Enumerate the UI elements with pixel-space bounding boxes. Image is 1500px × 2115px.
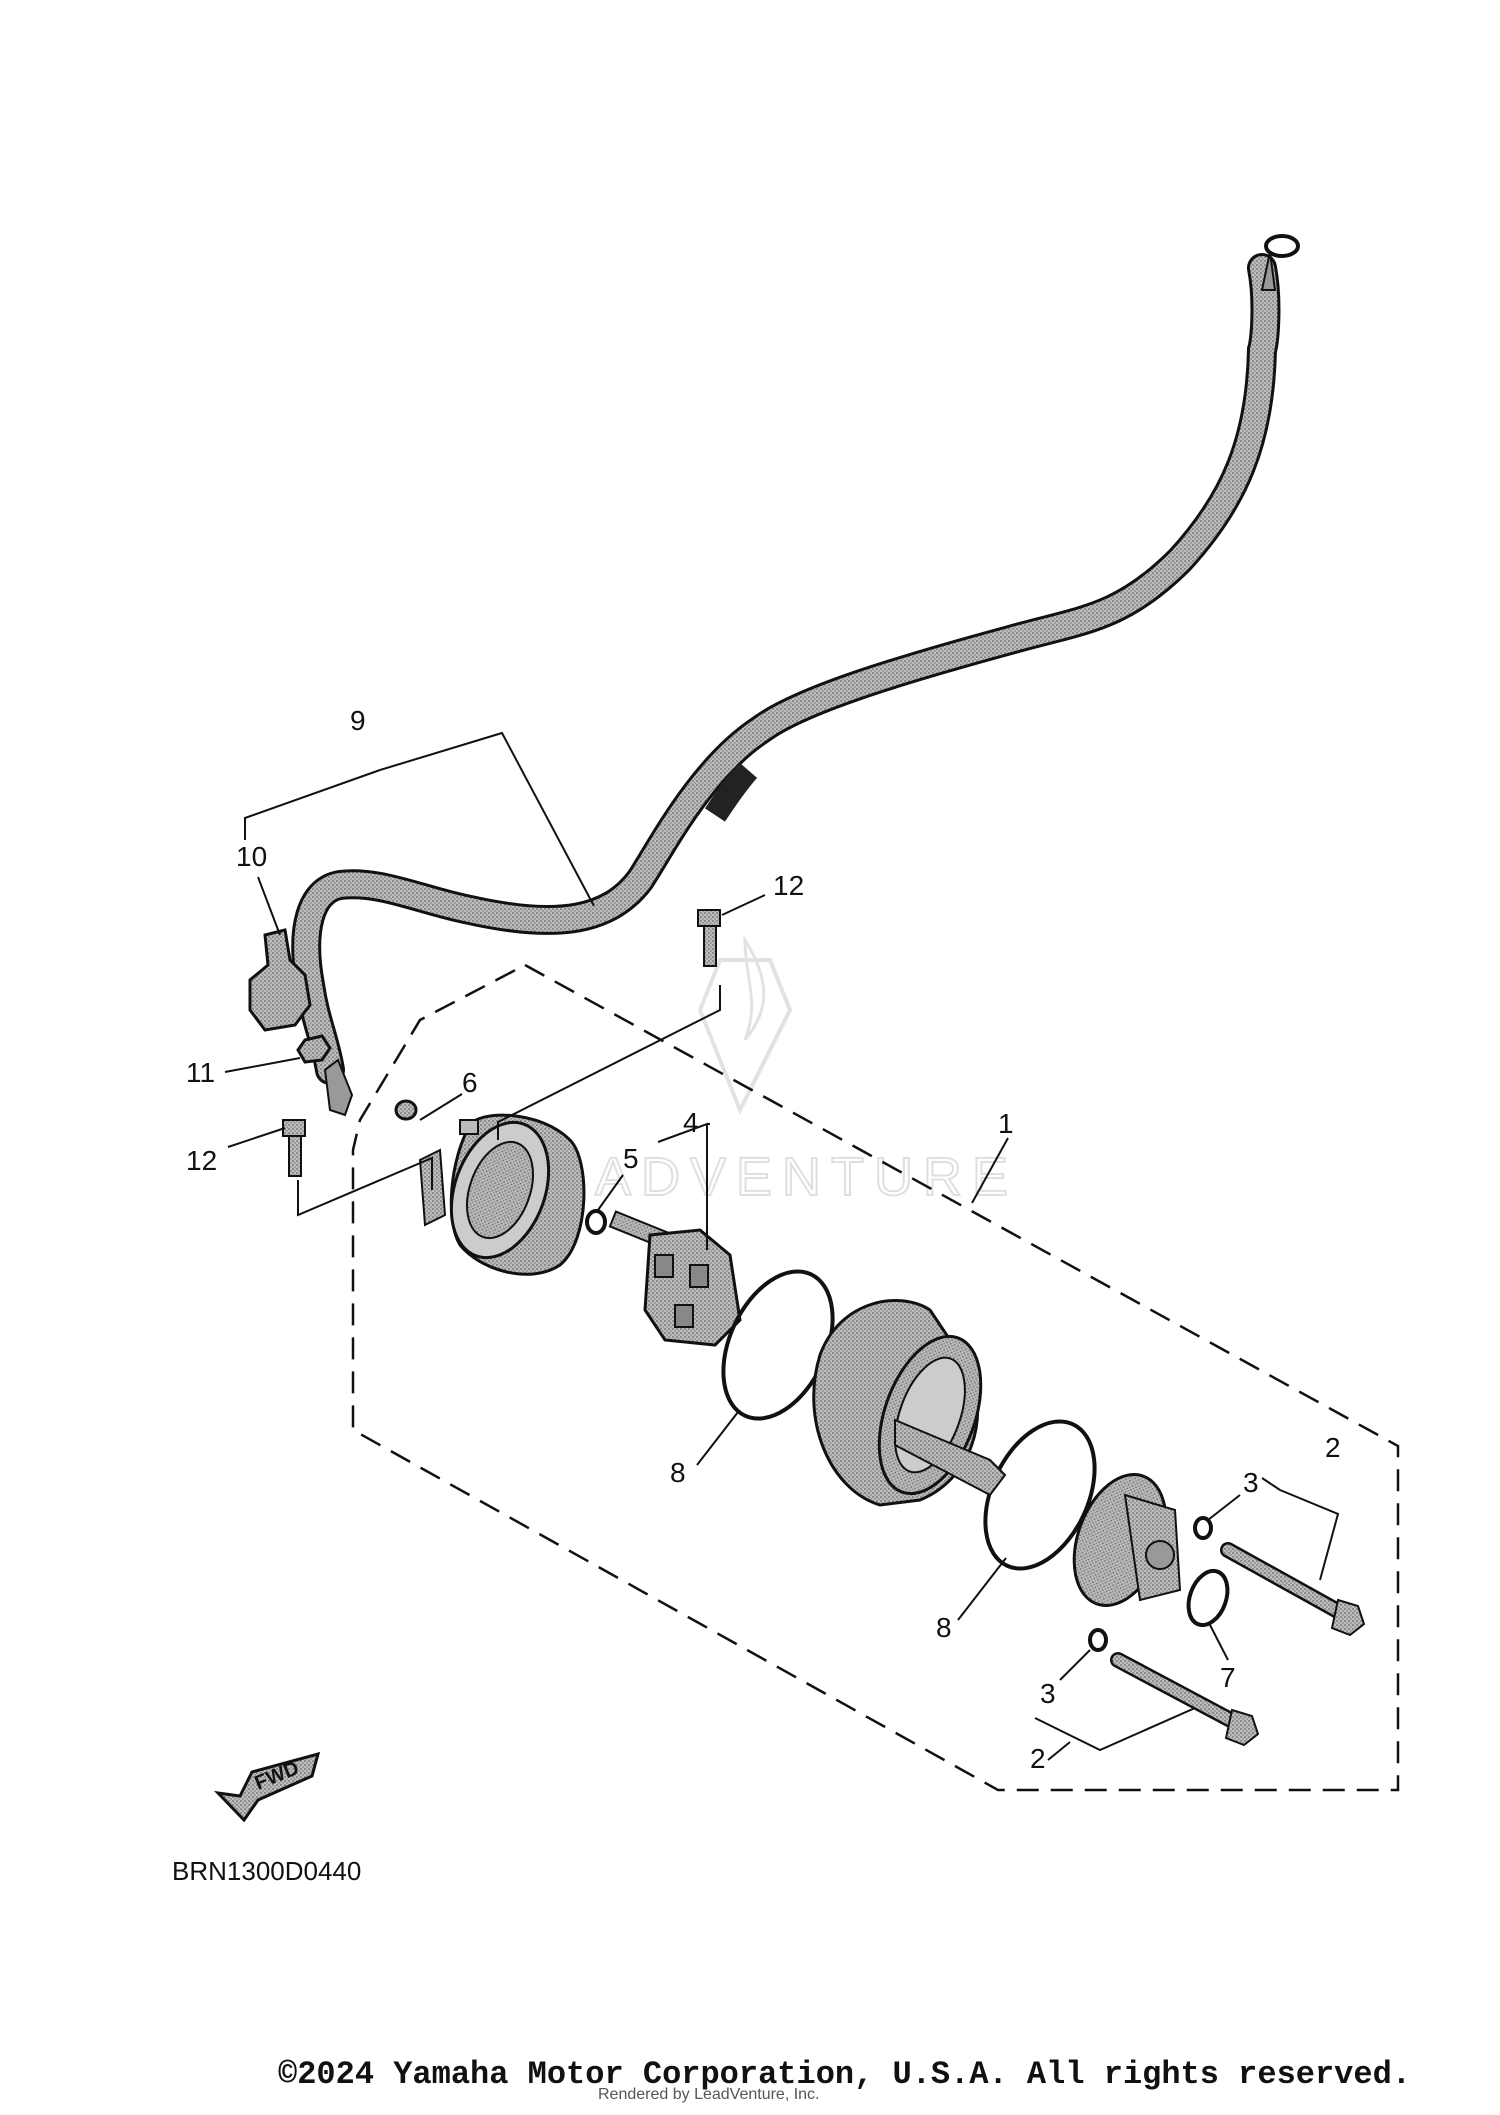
callout-9: 9 xyxy=(350,705,366,736)
leadventure-watermark: ADVENTURE xyxy=(594,934,1018,1208)
callout-8-lower: 8 xyxy=(936,1612,952,1643)
callout-10: 10 xyxy=(236,841,267,872)
starter-yoke xyxy=(812,1298,1007,1507)
washer-lower xyxy=(1088,1628,1108,1652)
starter-front-cover xyxy=(1072,1473,1182,1607)
callout-2-lower: 2 xyxy=(1030,1743,1046,1774)
long-bolt-lower xyxy=(1110,1652,1260,1747)
callout-labels: 9 10 12 6 11 12 4 5 1 8 8 2 3 7 3 2 xyxy=(186,705,1341,1774)
diagram-code: BRN1300D0440 xyxy=(172,1856,361,1886)
callout-6: 6 xyxy=(462,1067,478,1098)
assembly-outline xyxy=(351,963,1400,1792)
bolt-lower xyxy=(282,1119,306,1177)
callout-3-upper: 3 xyxy=(1243,1467,1259,1498)
callout-7: 7 xyxy=(1220,1662,1236,1693)
forward-arrow-icon: FWD xyxy=(213,1751,321,1823)
callout-4: 4 xyxy=(683,1107,699,1138)
rendered-by-credit: Rendered by LeadVenture, Inc. xyxy=(598,2086,820,2103)
washer-upper xyxy=(1193,1516,1213,1540)
callout-2-upper: 2 xyxy=(1325,1432,1341,1463)
callout-12-upper: 12 xyxy=(773,870,804,901)
bolt-upper xyxy=(697,909,721,967)
starter-cable xyxy=(291,234,1300,1117)
o-ring-front xyxy=(1186,1568,1230,1628)
leader-lines xyxy=(224,731,1340,1761)
cable-ring-terminal-icon xyxy=(1264,234,1300,258)
callout-11: 11 xyxy=(186,1057,215,1088)
starter-rear-cover xyxy=(418,1113,586,1276)
callout-1: 1 xyxy=(998,1108,1014,1139)
brush-holder xyxy=(608,1210,742,1347)
washer xyxy=(394,1099,418,1121)
copyright-notice: ©2024 Yamaha Motor Corporation, U.S.A. A… xyxy=(278,2056,1411,2093)
o-ring-small xyxy=(585,1209,607,1235)
watermark-text: ADVENTURE xyxy=(595,1147,1018,1207)
terminal-cover xyxy=(248,928,312,1032)
callout-3-lower: 3 xyxy=(1040,1678,1056,1709)
callout-8-upper: 8 xyxy=(670,1457,686,1488)
nut xyxy=(296,1034,332,1064)
callout-5: 5 xyxy=(623,1143,639,1174)
callout-12-lower: 12 xyxy=(186,1145,217,1176)
long-bolt-upper xyxy=(1220,1542,1366,1637)
